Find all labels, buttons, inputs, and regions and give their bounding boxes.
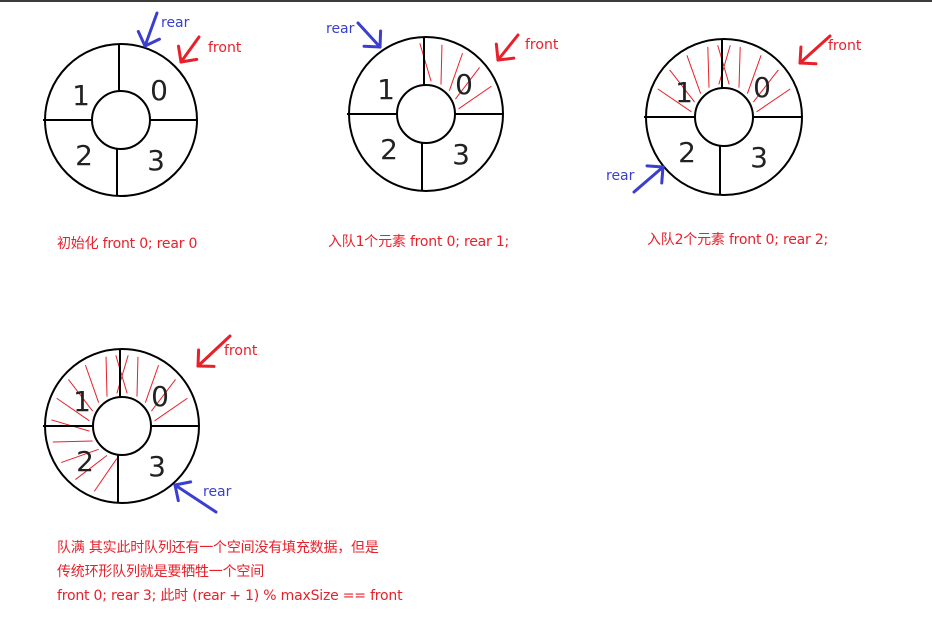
slot-index-2: 2: [678, 136, 696, 169]
slot-index-1: 1: [72, 79, 90, 112]
front-pointer-label: front: [525, 37, 559, 53]
caption-queue-full-line-3: front 0; rear 3; 此时 (rear + 1) % maxSize…: [57, 588, 403, 604]
front-pointer-label: front: [224, 343, 258, 359]
rear-pointer-arrow-icon: [173, 480, 218, 514]
window-top-border: [0, 0, 932, 2]
front-pointer-arrow-icon: [177, 35, 201, 64]
slot-index-0: 0: [151, 380, 169, 413]
slot-index-3: 3: [148, 450, 166, 483]
caption-enqueue-2: 入队2个元素 front 0; rear 2;: [647, 232, 829, 248]
filled-slot-hatch-1: [56, 355, 129, 422]
caption-queue-full-line-2: 传统环形队列就是要牺牲一个空间: [57, 564, 264, 580]
ring-diagram-init: 0 1 2 3 front rear: [43, 11, 242, 197]
ring-diagram-enqueue-1: 0 1 2 3 front rear: [326, 21, 559, 192]
rear-pointer-label: rear: [203, 484, 232, 500]
slot-index-0: 0: [455, 68, 473, 101]
filled-slot-hatch-0: [717, 45, 791, 113]
caption-init: 初始化 front 0; rear 0: [57, 236, 198, 252]
slot-index-1: 1: [73, 385, 91, 418]
rear-pointer-label: rear: [161, 15, 190, 31]
front-pointer-arrow-icon: [494, 33, 520, 62]
slot-index-2: 2: [380, 133, 398, 166]
slot-index-1: 1: [675, 76, 693, 109]
slot-index-0: 0: [150, 74, 168, 107]
inner-ring: [396, 84, 456, 144]
slot-index-0: 0: [753, 71, 771, 104]
rear-pointer-arrow-icon: [136, 11, 161, 48]
slot-index-3: 3: [452, 138, 470, 171]
ring-diagram-enqueue-2: 0 1 2 3 front rear: [606, 34, 862, 196]
slot-index-1: 1: [377, 73, 395, 106]
slot-index-3: 3: [147, 144, 165, 177]
caption-queue-full: 队满 其实此时队列还有一个空间没有填充数据，但是 传统环形队列就是要牺牲一个空间…: [57, 536, 403, 608]
inner-ring: [694, 87, 754, 147]
rear-pointer-arrow-icon: [356, 21, 383, 49]
filled-slot-hatch-1: [657, 45, 731, 113]
ring-diagram-queue-full: 0 1 2 3 front rear: [43, 334, 258, 514]
front-pointer-arrow-icon: [798, 34, 832, 66]
slot-index-2: 2: [75, 139, 93, 172]
rear-pointer-label: rear: [606, 168, 635, 184]
filled-slot-hatch-0: [115, 355, 188, 422]
inner-ring: [91, 90, 151, 150]
rear-pointer-arrow-icon: [632, 164, 665, 194]
caption-enqueue-1: 入队1个元素 front 0; rear 1;: [328, 234, 510, 250]
front-pointer-label: front: [208, 40, 242, 56]
rear-pointer-label: rear: [326, 21, 355, 37]
slot-index-3: 3: [750, 141, 768, 174]
filled-slot-hatch-0: [419, 43, 492, 110]
inner-ring: [92, 396, 152, 456]
front-pointer-label: front: [828, 38, 862, 54]
front-pointer-arrow-icon: [196, 334, 232, 368]
caption-queue-full-line-1: 队满 其实此时队列还有一个空间没有填充数据，但是: [57, 540, 379, 556]
slot-index-2: 2: [76, 445, 94, 478]
